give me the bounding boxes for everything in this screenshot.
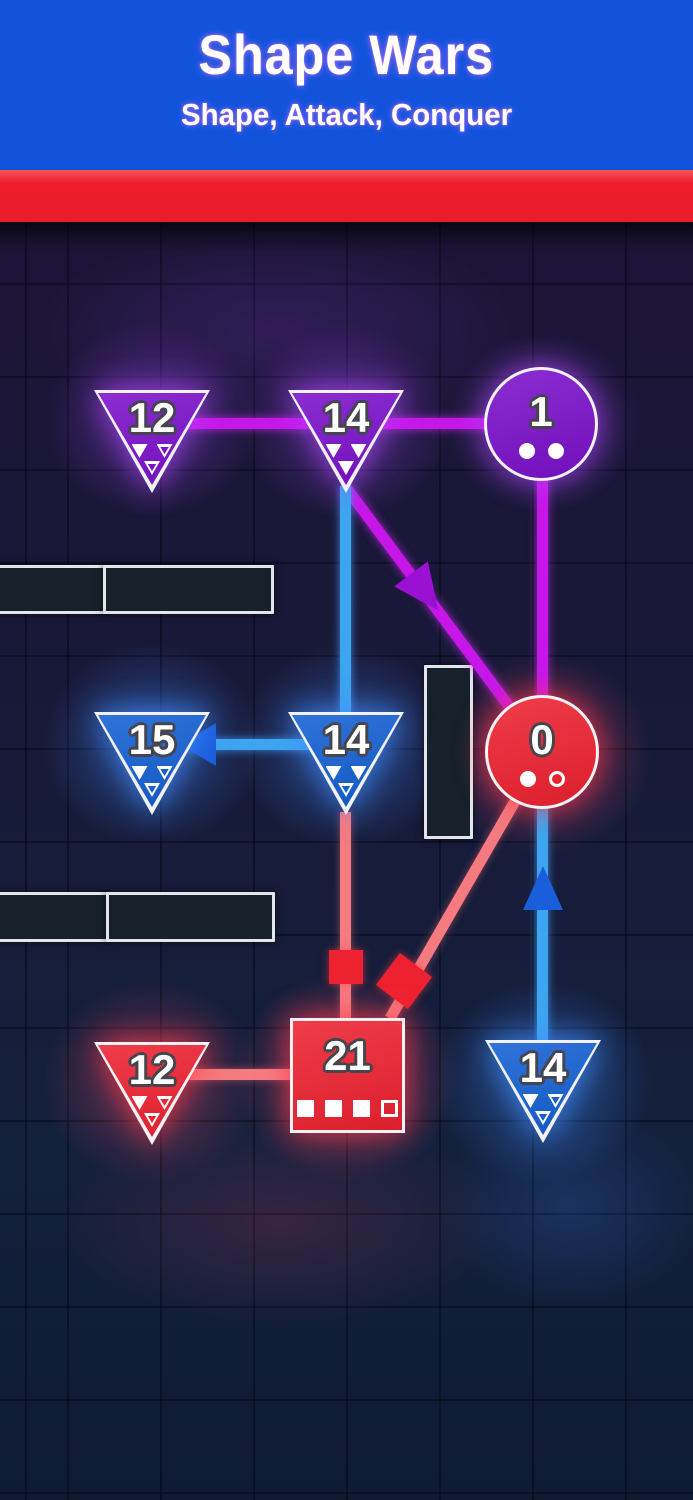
edge-blue-vertical-bottom [523,806,563,1042]
upgrade-pip-filled-icon [350,766,367,780]
upgrade-squares [290,1100,405,1117]
edge-red-horizontal [152,1069,292,1080]
upgrade-square-filled-icon [297,1100,314,1117]
upgrade-pip-empty-icon [338,783,354,797]
app-subtitle: Shape, Attack, Conquer [180,97,513,132]
upgrade-pips [94,766,210,797]
upgrade-pip-empty-icon [156,1096,173,1110]
obstacle-wall [0,565,106,614]
upgrade-pips [288,766,404,797]
upgrade-dot-filled-icon [547,443,564,459]
upgrade-pip-filled-icon [338,461,354,475]
upgrade-pips [288,444,404,475]
upgrade-dots [485,771,599,787]
obstacle-wall [106,892,275,942]
upgrade-pip-empty-icon [547,1094,564,1108]
obstacle-wall [0,892,110,942]
upgrade-pip-empty-icon [156,766,173,780]
upgrade-square-filled-icon [353,1100,370,1117]
upgrade-pips [94,444,210,475]
arrowhead-icon [394,561,455,623]
obstacle-wall-vertical [424,665,473,839]
edge-blue-vertical-top [340,486,351,714]
unit-red-square [329,950,363,984]
red-banner [0,170,693,222]
upgrade-pips [485,1094,601,1125]
upgrade-dots [484,443,598,459]
upgrade-pip-empty-icon [144,1113,160,1127]
square-shape [290,1018,405,1133]
upgrade-pips [94,1096,210,1127]
upgrade-dot-filled-icon [519,771,536,787]
arrowhead-icon [523,866,563,910]
circle-shape [484,367,598,481]
upgrade-pip-filled-icon [522,1094,539,1108]
upgrade-pip-empty-icon [535,1111,551,1125]
upgrade-pip-filled-icon [325,444,342,458]
upgrade-pip-empty-icon [144,461,160,475]
obstacle-wall [103,565,274,614]
upgrade-pip-empty-icon [156,444,173,458]
edge-purple-vertical [537,424,548,752]
upgrade-pip-filled-icon [131,1096,148,1110]
upgrade-pip-filled-icon [131,766,148,780]
upgrade-dot-empty-icon [548,771,565,787]
app-title: Shape Wars [198,23,495,86]
upgrade-dot-filled-icon [518,443,535,459]
edge-red-vertical [340,812,351,1020]
upgrade-pip-filled-icon [350,444,367,458]
header: Shape Wars Shape, Attack, Conquer [0,0,693,170]
upgrade-pip-filled-icon [131,444,148,458]
upgrade-square-filled-icon [325,1100,342,1117]
circle-shape [485,695,599,809]
upgrade-pip-empty-icon [144,783,160,797]
upgrade-square-empty-icon [381,1100,398,1117]
title-row: Shape Wars [0,22,693,87]
upgrade-pip-filled-icon [325,766,342,780]
